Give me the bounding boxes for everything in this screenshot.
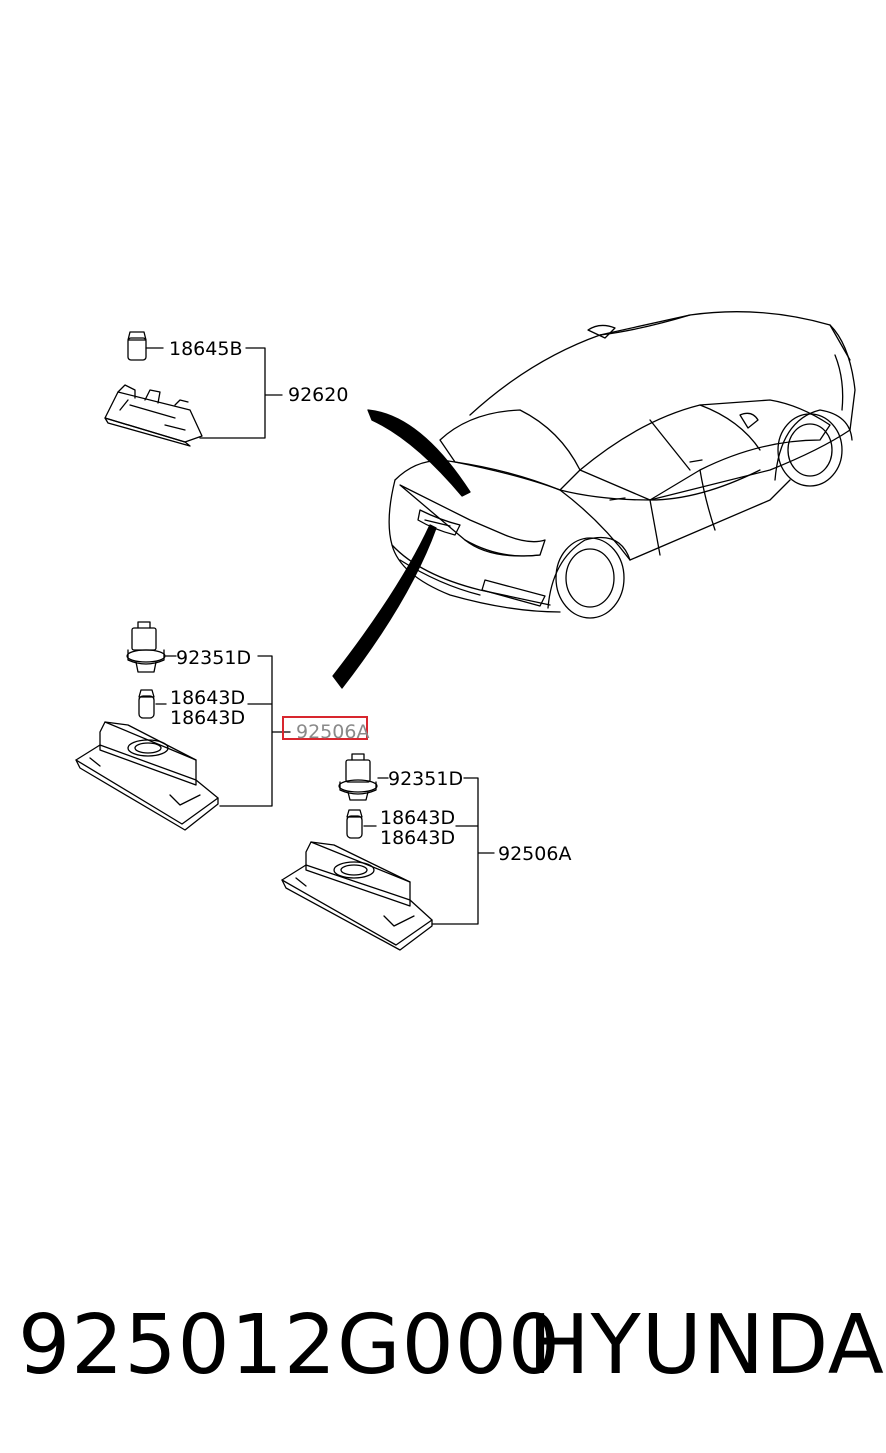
callout-18643d-left-1: 18643D [170,687,246,709]
bulb-18643d-left [138,689,167,719]
bracket-right [431,777,495,925]
lamp-92506a-left [75,721,219,831]
part-number: 925012G000 [18,1298,562,1393]
callout-18643d-left-2: 18643D [170,707,246,729]
callout-92506a-right: 92506A [498,843,572,865]
socket-92351d-right [338,753,389,801]
bulb-18645b [127,331,164,361]
callout-18643d-right-2: 18643D [380,827,456,849]
callout-18643d-right-1: 18643D [380,807,456,829]
pointer-lower [332,524,437,689]
socket-92351d-left [126,621,177,673]
brand-name: HYUNDAI [528,1298,886,1393]
lamp-92506a-right [281,841,433,951]
callout-92506a-left-highlighted[interactable]: 92506A [296,721,370,743]
car-illustration [388,311,856,619]
lamp-92620 [104,384,203,447]
callout-92351d-right: 92351D [388,768,464,790]
callout-92351d-left: 92351D [176,647,252,669]
highlight-box [282,716,368,740]
bulb-18643d-right [346,809,377,839]
bracket-left [219,655,291,807]
callout-92620: 92620 [288,384,349,406]
pointer-upper [367,409,471,497]
callout-18645b: 18645B [169,338,243,360]
bracket-92620 [199,347,283,439]
